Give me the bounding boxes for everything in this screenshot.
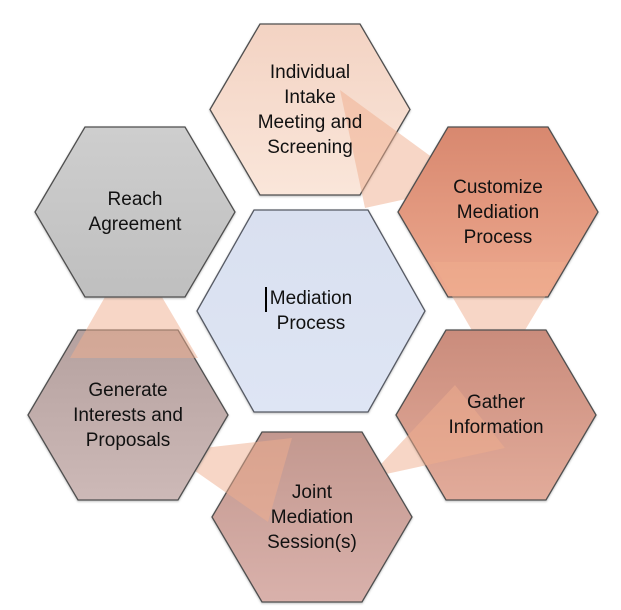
connector-gather-to-joint[interactable] xyxy=(368,385,505,478)
text-cursor xyxy=(265,287,267,312)
connector-customize-to-gather[interactable] xyxy=(432,262,566,375)
hexagon-mediation-process-center[interactable] xyxy=(196,209,426,413)
hexagon-generate-interests[interactable] xyxy=(27,329,229,501)
connector-generate-to-reach[interactable] xyxy=(70,248,198,358)
hexagon-gather-information[interactable] xyxy=(395,329,597,501)
hexagon-customize-mediation[interactable] xyxy=(397,126,599,298)
hexagon-reach-agreement[interactable] xyxy=(34,126,236,298)
